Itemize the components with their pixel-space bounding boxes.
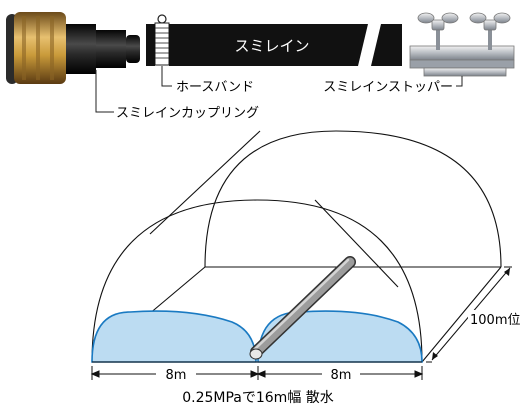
hose-body	[146, 24, 402, 66]
hose-coupling-icon	[6, 12, 140, 84]
dimension-length-bg	[468, 310, 516, 328]
hose-band-icon	[154, 14, 170, 66]
dimension-right-label: 8m	[331, 368, 352, 383]
hose-band-leader	[161, 66, 172, 87]
sprinkler-pipe	[249, 256, 356, 360]
stopper-leader	[456, 76, 463, 87]
hose-label: スミレイン	[234, 37, 309, 55]
coupling-label: スミレインカップリング	[116, 106, 259, 121]
wing-nut-stopper-icon	[409, 12, 515, 77]
dimension-length-label: 100m位	[470, 313, 520, 328]
coupling-leader	[95, 70, 114, 113]
dimension-left-label: 8m	[166, 368, 187, 383]
spray-area-left	[91, 310, 257, 363]
dimension-ticks	[91, 366, 423, 380]
hose-band-label: ホースバンド	[176, 80, 254, 95]
dimension-left	[90, 370, 260, 378]
dimension-right	[256, 370, 424, 378]
stopper-label: スミレインストッパー	[323, 80, 453, 95]
diagram-caption: 0.25MPaで16m幅 散水	[182, 390, 334, 406]
spray-area-right	[257, 310, 423, 363]
